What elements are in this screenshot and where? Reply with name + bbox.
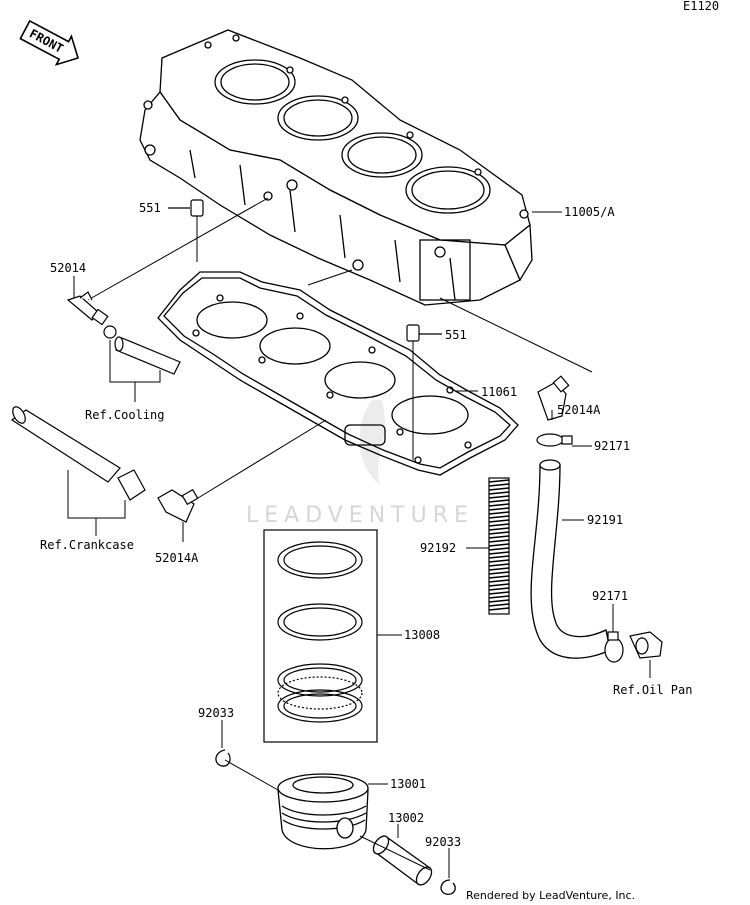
front-arrow-icon: FRONT: [19, 19, 80, 66]
label-dowel-lower: 551: [445, 328, 467, 342]
watermark-text: LEADVENTURE: [246, 503, 474, 528]
cooling-pipe: [103, 325, 181, 375]
label-fitting-lower-left: 52014A: [155, 551, 199, 565]
oil-pan-fitting: [629, 631, 663, 659]
dowel-lower: [406, 324, 442, 342]
piston: [277, 773, 369, 850]
label-ring-set: 13008: [404, 628, 440, 642]
piston-rings: [277, 541, 363, 723]
cylinder-block: [139, 29, 533, 306]
credit-text: Rendered by LeadVenture, Inc.: [466, 889, 635, 902]
crankcase-pipe: [10, 406, 146, 501]
label-fitting-right: 52014A: [557, 403, 601, 417]
dowel-upper: [168, 199, 204, 217]
head-gasket: [157, 271, 519, 476]
circlip-left: [215, 749, 231, 767]
stud-bolt: [488, 477, 510, 615]
label-pin: 13002: [388, 811, 424, 825]
oil-hose: [530, 459, 611, 659]
circlip-right: [440, 879, 456, 895]
label-ref-cooling: Ref.Cooling: [85, 408, 164, 422]
guide-lines: [87, 197, 593, 499]
clamp-lower: [604, 631, 624, 663]
label-dowel-upper: 551: [139, 201, 161, 215]
label-fitting-left: 52014: [50, 261, 86, 275]
watermark: LEADVENTURE: [246, 400, 474, 528]
ring-set-box: [263, 529, 378, 743]
diagram-code: E1120: [683, 0, 719, 13]
label-cylinder: 11005/A: [564, 205, 615, 219]
label-ref-crankcase: Ref.Crankcase: [40, 538, 134, 552]
label-gasket: 11061: [481, 385, 517, 399]
fitting-left: [66, 291, 109, 326]
label-ref-oil-pan: Ref.Oil Pan: [613, 683, 692, 697]
label-hose: 92191: [587, 513, 623, 527]
label-clip-right: 92033: [425, 835, 461, 849]
label-clamp-upper: 92171: [594, 439, 630, 453]
fitting-lower-left: [157, 488, 199, 523]
clamp-upper: [536, 433, 573, 447]
label-clip-left: 92033: [198, 706, 234, 720]
fitting-right: [537, 375, 570, 421]
label-clamp-lower: 92171: [592, 589, 628, 603]
label-piston: 13001: [390, 777, 426, 791]
label-stud: 92192: [420, 541, 456, 555]
